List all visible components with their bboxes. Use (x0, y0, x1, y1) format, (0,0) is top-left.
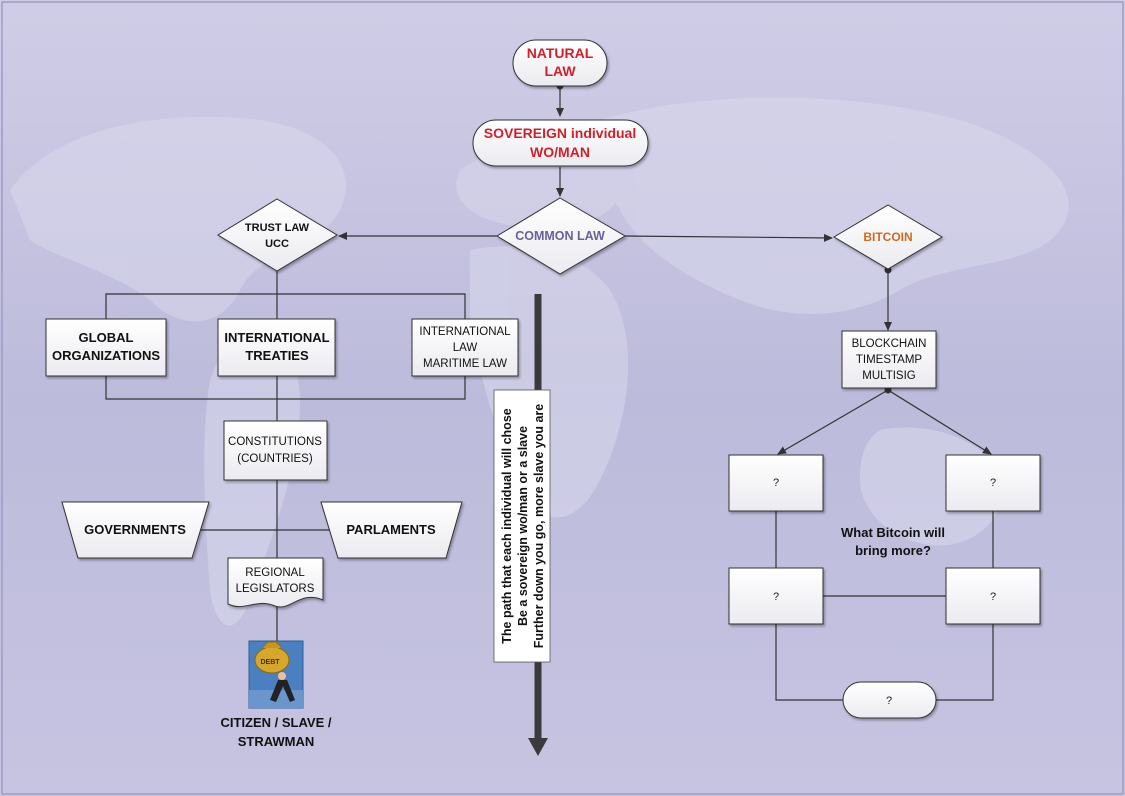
intl-law-line2: LAW (453, 342, 478, 354)
parlaments-label: PARLAMENTS (346, 522, 436, 537)
regional-line2: LEGISLATORS (236, 583, 315, 595)
regional-line1: REGIONAL (245, 567, 305, 579)
debt-label: DEBT (260, 659, 280, 666)
node-blockchain: BLOCKCHAIN TIMESTAMP MULTISIG (841, 330, 937, 389)
node-common-law: COMMON LAW (496, 197, 626, 275)
question-label: ? (773, 477, 779, 489)
node-global-organizations: GLOBAL ORGANIZATIONS (45, 318, 167, 377)
path-text-line3: Further down you go, more slave you are (532, 404, 546, 649)
blockchain-line3: MULTISIG (862, 370, 916, 382)
global-orgs-line2: ORGANIZATIONS (52, 348, 160, 363)
node-regional-legislators: REGIONAL LEGISLATORS (227, 557, 324, 608)
citizen-line2: STRAWMAN (238, 734, 315, 749)
node-citizen: CITIZEN / SLAVE / STRAWMAN (221, 715, 332, 749)
trust-law-line1: TRUST LAW (245, 222, 310, 234)
node-question-bottom: ? (842, 681, 937, 719)
bitcoin-more-line2: bring more? (855, 543, 931, 558)
natural-law-line2: LAW (544, 63, 576, 79)
node-governments: GOVERNMENTS (61, 501, 210, 559)
governments-label: GOVERNMENTS (84, 522, 186, 537)
path-text-line2: Be a sovereign wo/man or a slave (516, 426, 530, 626)
node-trust-law: TRUST LAW UCC (217, 198, 338, 272)
node-international-law: INTERNATIONAL LAW MARITIME LAW (411, 318, 519, 377)
sovereign-line1: SOVEREIGN individual (484, 125, 636, 141)
node-sovereign: SOVEREIGN individual WO/MAN (472, 119, 649, 167)
bitcoin-more-line1: What Bitcoin will (841, 525, 945, 540)
blockchain-line1: BLOCKCHAIN (852, 338, 927, 350)
blockchain-line2: TIMESTAMP (856, 354, 923, 366)
question-label: ? (990, 477, 996, 489)
trust-law-line2: UCC (265, 238, 289, 250)
path-text-line1: The path that each individual will chose (500, 408, 514, 644)
question-label: ? (990, 591, 996, 603)
bitcoin-label: BITCOIN (863, 230, 912, 244)
node-natural-law: NATURAL LAW (512, 39, 608, 87)
common-law-label: COMMON LAW (515, 229, 605, 243)
node-question-mid-left: ? (728, 567, 824, 625)
node-question-top-right: ? (945, 454, 1041, 512)
intl-law-line1: INTERNATIONAL (419, 326, 511, 338)
node-question-top-left: ? (728, 454, 824, 512)
intl-treaties-line2: TREATIES (245, 348, 309, 363)
intl-treaties-line1: INTERNATIONAL (224, 330, 329, 345)
path-arrow: The path that each individual will chose… (493, 294, 551, 756)
debt-burden-image: DEBT (248, 640, 304, 709)
bitcoin-question-text: What Bitcoin will bring more? (841, 525, 945, 558)
node-parlaments: PARLAMENTS (320, 501, 463, 559)
node-bitcoin: BITCOIN (833, 204, 943, 270)
natural-law-line1: NATURAL (527, 45, 594, 61)
sovereign-line2: WO/MAN (530, 144, 590, 160)
question-label: ? (773, 591, 779, 603)
global-orgs-line1: GLOBAL (79, 330, 134, 345)
intl-law-line3: MARITIME LAW (423, 358, 507, 370)
node-constitutions: CONSTITUTIONS (COUNTRIES) (223, 420, 328, 481)
citizen-line1: CITIZEN / SLAVE / (221, 715, 332, 730)
path-text-box (493, 389, 551, 663)
constitutions-line1: CONSTITUTIONS (228, 436, 322, 448)
node-international-treaties: INTERNATIONAL TREATIES (217, 318, 336, 377)
constitutions-line2: (COUNTRIES) (237, 453, 313, 465)
question-label: ? (886, 695, 892, 707)
node-question-mid-right: ? (945, 567, 1041, 625)
